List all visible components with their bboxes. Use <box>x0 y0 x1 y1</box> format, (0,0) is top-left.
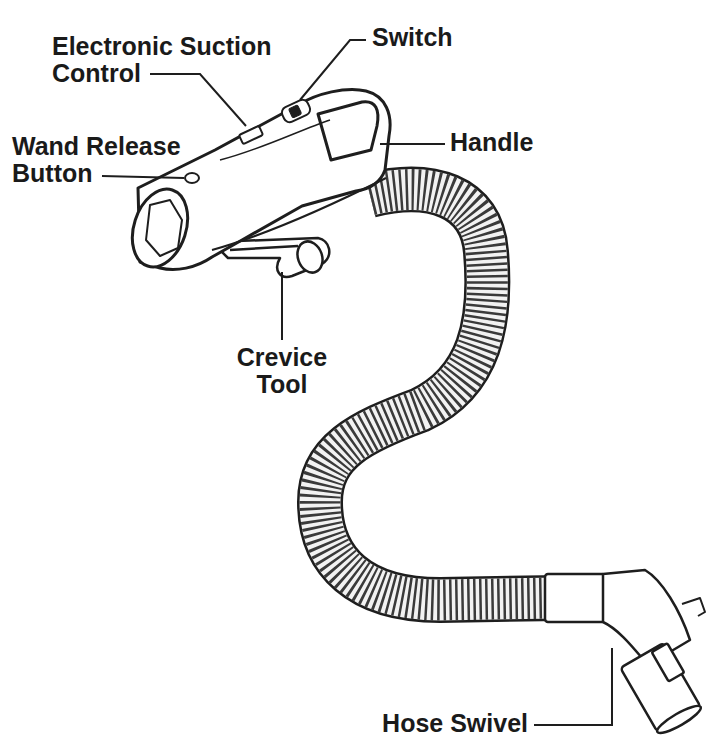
part-label: Handle <box>450 129 533 156</box>
part-label: Wand Release Button <box>12 133 212 187</box>
hose-swivel-shape <box>545 570 706 737</box>
handle-shape <box>123 89 390 274</box>
part-label: Hose Swivel <box>382 710 528 737</box>
part-label: Switch <box>372 24 453 51</box>
corrugated-hose <box>320 190 560 600</box>
part-label: Electronic Suction Control <box>52 33 292 87</box>
part-label: Crevice Tool <box>222 344 342 398</box>
